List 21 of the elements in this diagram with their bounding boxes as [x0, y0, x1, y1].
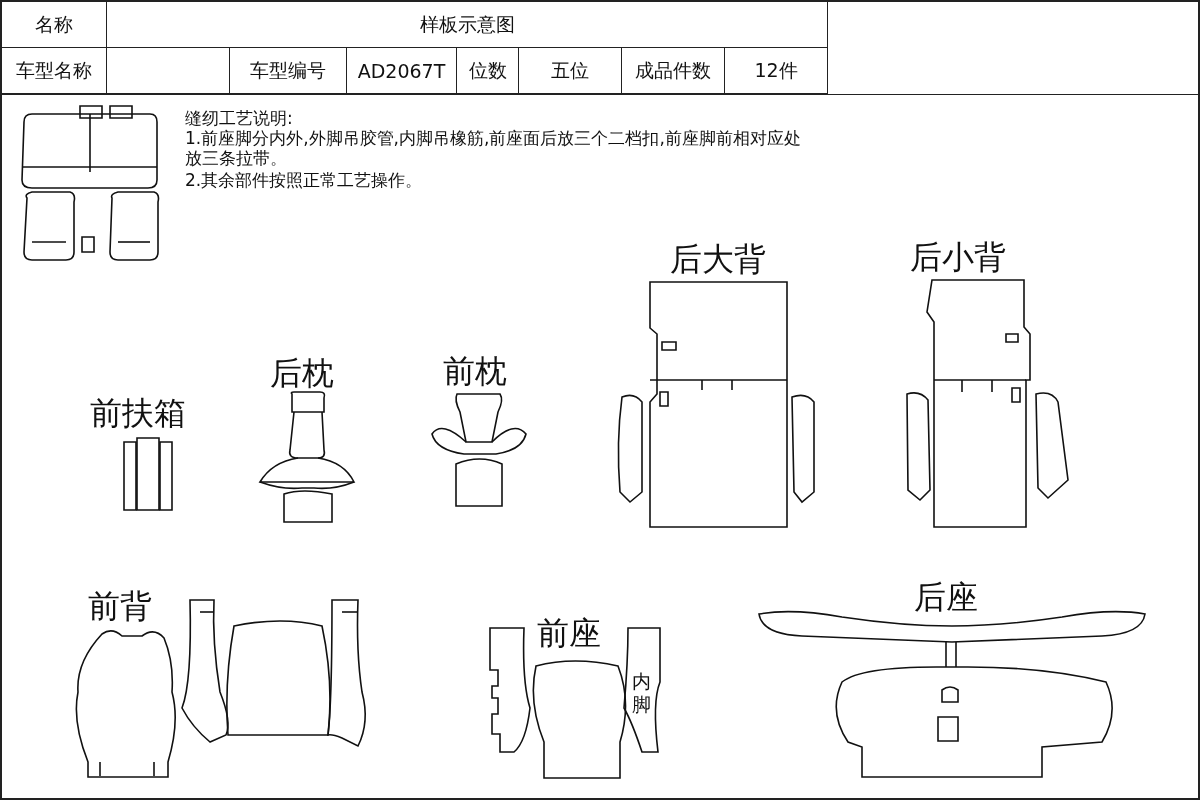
value-cell: 12件: [725, 48, 828, 94]
pattern-title: 后大背: [670, 240, 766, 279]
pattern-title: 前枕: [443, 352, 507, 391]
header-cell: 名称: [2, 2, 107, 48]
pattern-title: 前座: [537, 614, 601, 653]
note-text: 1.前座脚分内外,外脚吊胶管,内脚吊橡筋,前座面后放三个二档扣,前座脚前相对应处放三条拉带。: [185, 128, 802, 169]
pattern-title: 后小背: [910, 238, 1006, 277]
pattern-title: 前扶箱: [90, 394, 186, 433]
note-text: 2.其余部件按照正常工艺操作。: [185, 170, 424, 191]
header-cell: 位数: [457, 48, 519, 94]
header-cell: 车型名称: [2, 48, 107, 94]
value-cell: 样板示意图: [107, 2, 828, 48]
piece-label: 内脚: [632, 670, 652, 716]
header-cell: 成品件数: [622, 48, 725, 94]
pattern-title: 后座: [914, 578, 978, 617]
pattern-title: 后枕: [270, 354, 334, 393]
notes-heading: 缝纫工艺说明:: [185, 108, 294, 129]
header-cell: 车型编号: [230, 48, 347, 94]
value-cell: AD2067T: [347, 48, 457, 94]
pattern-title: 前背: [88, 587, 152, 626]
value-cell: 五位: [519, 48, 622, 94]
